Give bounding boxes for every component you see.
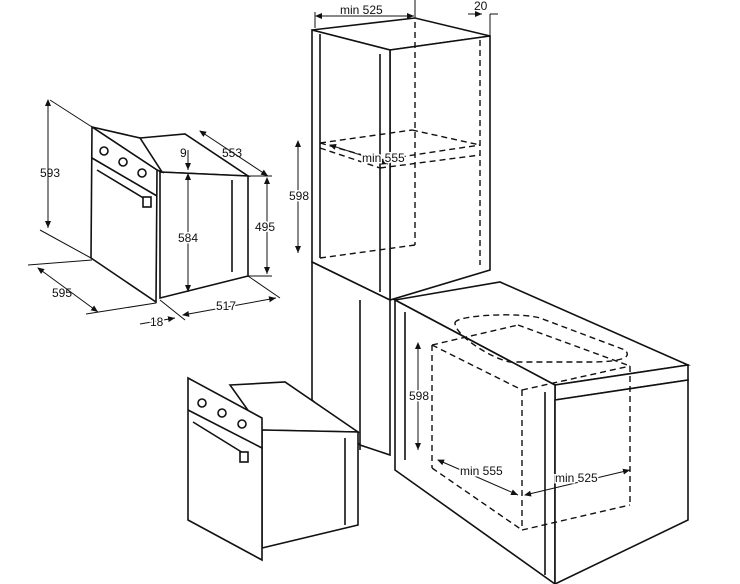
dim-depth-553: 553 (222, 146, 242, 160)
dim-door-18: 18 (150, 315, 164, 329)
oven-knob-icon (197, 398, 207, 408)
oven-handle (192, 421, 249, 457)
cabinet-back-gap: 20 (474, 0, 488, 13)
dim-body-height-584: 584 (178, 231, 198, 245)
oven-knob-icon (118, 157, 128, 167)
counter-niche-height: 598 (409, 389, 429, 403)
under-counter-cabinet (392, 281, 691, 584)
oven-knob-icon (99, 146, 109, 156)
oven-insert-drawing (187, 376, 361, 562)
cabinet-niche-height: 598 (289, 189, 309, 203)
oven-handle (96, 169, 151, 203)
panel-divider (91, 157, 158, 197)
dim-body-depth-517: 517 (216, 299, 236, 313)
counter-min-depth: min 525 (555, 471, 598, 485)
oven-knob-icon (137, 168, 147, 178)
oven-front-panel (90, 125, 158, 304)
dim-side-height-495: 495 (255, 220, 275, 234)
oven-knob-icon (217, 408, 227, 418)
oven-body-side (159, 171, 249, 300)
oven-knob-icon (237, 419, 247, 429)
dim-gap-9: 9 (180, 146, 187, 160)
cabinet-min-depth: min 525 (340, 3, 383, 17)
counter-min-width: min 555 (460, 464, 503, 478)
dim-height-593: 593 (40, 166, 60, 180)
oven-dimension-drawing (27, 99, 281, 325)
dim-width-595: 595 (52, 286, 72, 300)
cabinet-min-width: min 555 (362, 151, 405, 165)
tall-cabinet (295, 0, 498, 457)
